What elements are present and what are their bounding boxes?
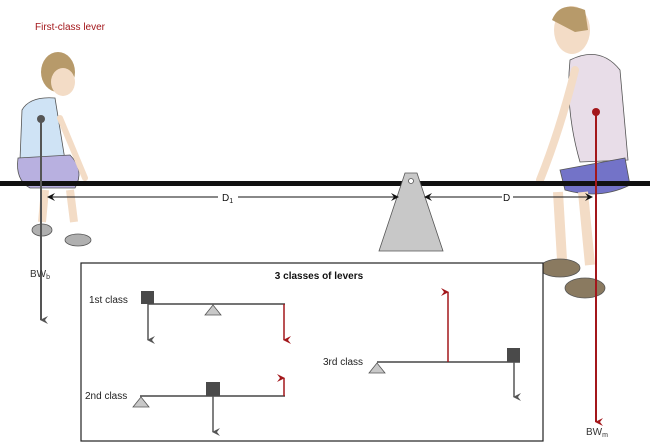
man-figure xyxy=(536,6,631,299)
first-class-label: 1st class xyxy=(89,295,128,306)
fulcrum xyxy=(378,172,444,252)
child-figure xyxy=(17,52,92,247)
seesaw-beam xyxy=(0,181,650,186)
bw-b-label: BWb xyxy=(30,269,50,281)
fulcrum xyxy=(368,362,386,374)
fulcrum xyxy=(132,396,150,408)
load-block xyxy=(141,291,154,304)
first-class-lever: 1st class xyxy=(89,291,291,344)
inset-title: 3 classes of levers xyxy=(275,271,364,282)
d-label: D xyxy=(503,193,510,204)
fulcrum xyxy=(204,304,222,316)
d1-label: D1 xyxy=(222,193,233,205)
lever-classes-inset: 3 classes of levers 1st class 2nd class … xyxy=(80,262,544,442)
third-class-label: 3rd class xyxy=(323,357,363,368)
pivot-point xyxy=(408,178,414,184)
bw-m-label: BWm xyxy=(586,427,608,439)
diagram-title: First-class lever xyxy=(35,22,106,33)
second-class-lever: 2nd class xyxy=(85,374,285,436)
load-block xyxy=(507,348,520,362)
load-block xyxy=(206,382,220,396)
second-class-label: 2nd class xyxy=(85,391,127,402)
third-class-lever: 3rd class xyxy=(323,288,521,401)
